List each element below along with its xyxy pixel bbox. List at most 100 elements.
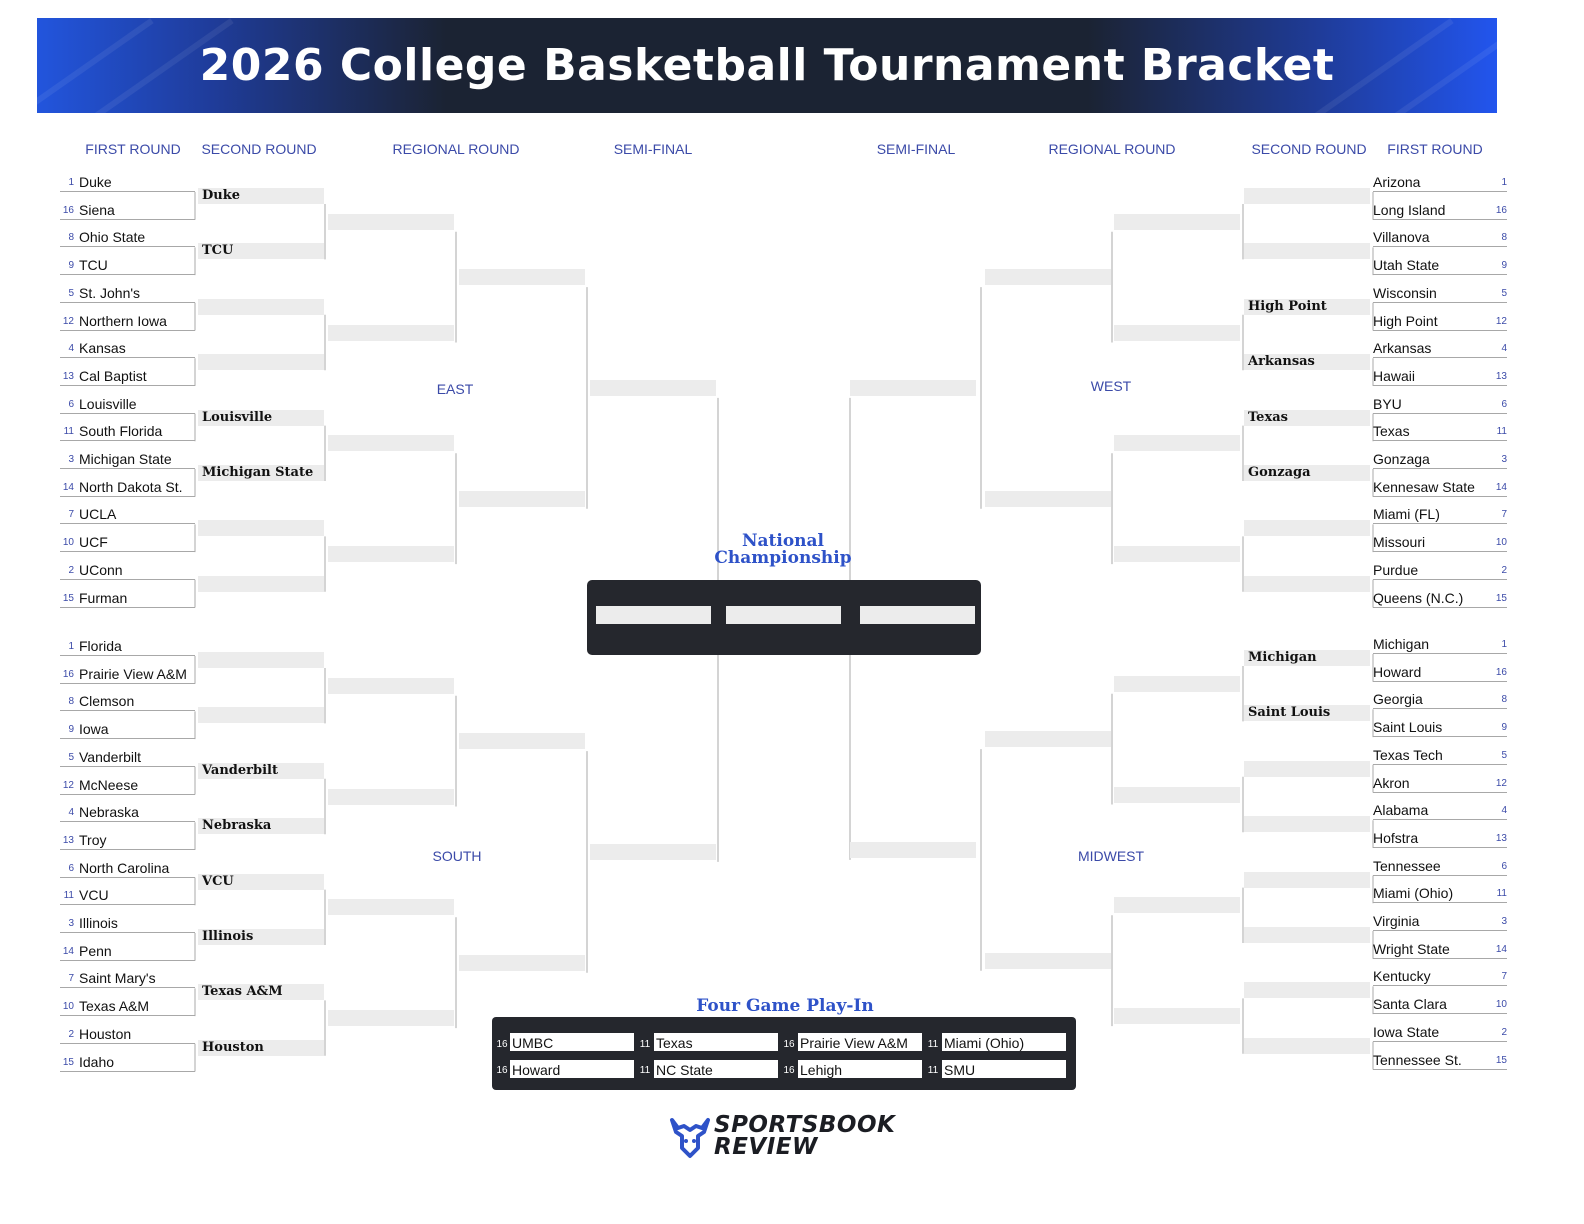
regional-round-slot[interactable] — [1114, 324, 1240, 341]
regional-round-slot[interactable] — [1114, 897, 1240, 914]
regional-final-slot[interactable] — [985, 490, 1111, 507]
regional-round-slot[interactable] — [328, 677, 454, 694]
championship-slot-winner[interactable] — [726, 606, 841, 624]
regional-round-slot[interactable] — [1114, 1008, 1240, 1025]
second-round-pick[interactable] — [1244, 520, 1370, 537]
semifinal-slot[interactable] — [850, 841, 976, 858]
regional-round-slot[interactable] — [1114, 435, 1240, 452]
second-round-pick[interactable] — [198, 575, 324, 592]
semifinal-slot[interactable] — [850, 379, 976, 396]
regional-final-slot[interactable] — [459, 490, 585, 507]
play-in-team[interactable]: UMBC — [510, 1033, 634, 1051]
second-round-pick[interactable]: Louisville — [198, 409, 324, 426]
regional-round-slot[interactable] — [1114, 546, 1240, 563]
regional-final-slot[interactable] — [985, 269, 1111, 286]
second-round-pick[interactable]: Illinois — [198, 929, 324, 945]
regional-final-slot[interactable] — [985, 731, 1111, 748]
second-round-pick[interactable] — [1244, 982, 1370, 999]
regional-round-slot[interactable] — [328, 788, 454, 805]
regional-final-slot[interactable] — [459, 954, 585, 971]
second-round-pick[interactable]: Nebraska — [198, 818, 324, 835]
second-round-pick[interactable]: Saint Louis — [1244, 705, 1370, 722]
second-round-pick[interactable]: Michigan State — [198, 465, 324, 481]
second-round-pick[interactable]: Texas A&M — [198, 984, 324, 1001]
second-round-pick[interactable]: Texas — [1244, 409, 1370, 426]
second-round-pick[interactable]: High Point — [1244, 298, 1370, 315]
semifinal-slot[interactable] — [590, 379, 716, 396]
second-round-pick[interactable] — [1244, 760, 1370, 777]
play-in-team[interactable]: Prairie View A&M — [798, 1033, 922, 1051]
second-round-pick[interactable] — [198, 298, 324, 315]
play-in-team[interactable]: Miami (Ohio) — [942, 1033, 1066, 1051]
second-round-pick[interactable]: Vanderbilt — [198, 762, 324, 779]
regional-round-slot[interactable] — [328, 435, 454, 452]
second-round-pick[interactable] — [198, 707, 324, 724]
regional-round-slot[interactable] — [1114, 213, 1240, 230]
regional-round-slot[interactable] — [1114, 786, 1240, 803]
second-round-pick[interactable]: Duke — [198, 188, 324, 204]
play-in-team[interactable]: Texas — [654, 1033, 778, 1051]
second-round-pick[interactable] — [1244, 188, 1370, 204]
regional-final-slot[interactable] — [459, 733, 585, 750]
second-round-pick[interactable] — [1244, 243, 1370, 260]
second-round-pick[interactable]: Gonzaga — [1244, 465, 1370, 481]
regional-round-slot[interactable] — [328, 324, 454, 341]
second-round-pick[interactable] — [1244, 927, 1370, 943]
play-in-team[interactable]: Howard — [510, 1060, 634, 1078]
second-round-pick[interactable] — [1244, 575, 1370, 592]
championship-slot-left[interactable] — [596, 606, 711, 624]
regional-final-slot[interactable] — [459, 269, 585, 286]
regional-round-slot[interactable] — [328, 1010, 454, 1027]
